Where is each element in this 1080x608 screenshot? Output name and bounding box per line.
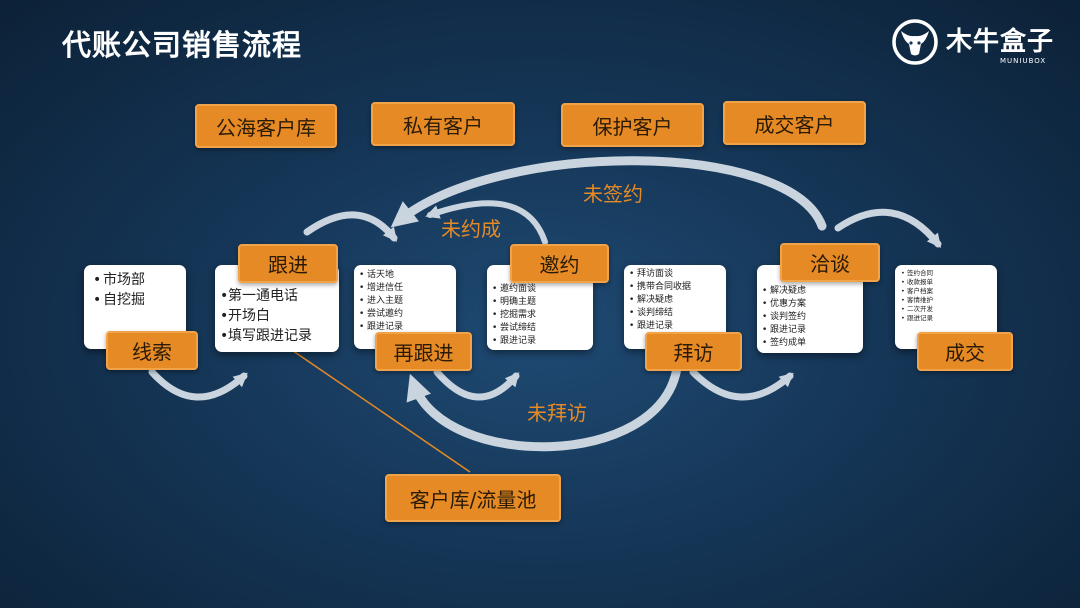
loop-label-not-signed: 未签约 [583,182,643,206]
stage-item: 第一通电话 [219,286,339,306]
bull-head-logo-icon [892,19,938,65]
stage-item: 携带合同收据 [629,281,726,294]
stage-item: 尝试缔结 [492,322,593,335]
pool-protected: 保护客户 [561,103,704,147]
stage-item: 优惠方案 [762,298,863,311]
pool-public: 公海客户库 [195,104,337,148]
brand-logo: 木牛盒子 MUNIUBOX [888,14,1078,74]
stage-item: 开场白 [219,306,339,326]
callout-line [282,343,471,473]
curved-arrow-icon [433,368,520,401]
page-title: 代账公司销售流程 [62,28,303,62]
curved-arrow-icon [406,363,682,452]
stage-item: 跟进记录 [762,324,863,337]
stage-item: 解决疑虑 [629,294,726,307]
stage-item: 签约合同 [901,269,997,278]
stage-item: 客户档案 [901,287,997,296]
logo-subtext: MUNIUBOX [1000,57,1047,65]
stage-item: 尝试邀约 [359,308,456,321]
loop-label-not-booked: 未约成 [441,217,501,241]
stage-item: 签约成单 [762,337,863,350]
stage-item: 谈判签约 [762,311,863,324]
curved-arrow-icon [425,200,548,245]
stage-item: 话天地 [359,269,456,282]
curved-arrow-icon [689,368,794,401]
loop-label-not-visited: 未拜访 [527,401,587,425]
stage-label-negotiate: 洽谈 [780,243,880,282]
stage-label-invite: 邀约 [510,244,609,283]
curved-arrow-icon [834,208,942,248]
stage-item: 拜访面谈 [629,268,726,281]
pool-private: 私有客户 [371,102,515,146]
stage-item: 填写跟进记录 [219,326,339,346]
curved-arrow-icon [148,368,248,401]
stage-item: 跟进记录 [492,335,593,348]
stage-label-followup: 跟进 [238,244,338,283]
stage-item: 增进信任 [359,282,456,295]
stage-label-lead: 线索 [106,331,198,370]
stage-label-visit: 拜访 [645,332,742,371]
stage-label-refollow: 再跟进 [375,332,472,371]
stage-item: 进入主题 [359,295,456,308]
stage-item: 谈判缔结 [629,307,726,320]
stage-item: 收款报单 [901,278,997,287]
stage-item: 市场部 [92,270,186,290]
pool-closed: 成交客户 [723,101,866,145]
stage-item: 跟进记录 [629,320,726,333]
stage-item: 解决疑虑 [762,285,863,298]
stage-label-closed: 成交 [917,332,1013,371]
curved-arrow-icon [390,156,827,231]
curved-arrow-icon [303,211,398,242]
stage-item: 跟进记录 [359,321,456,334]
stage-item: 邀约面谈 [492,283,593,296]
customer-pool-callout: 客户库/流量池 [385,474,561,522]
stage-item: 挖掘需求 [492,309,593,322]
stage-item: 二次开发 [901,305,997,314]
stage-item: 明确主题 [492,296,593,309]
stage-item: 自挖掘 [92,290,186,310]
stage-item: 跟进记录 [901,314,997,323]
logo-text: 木牛盒子 [946,27,1055,57]
stage-item: 客情维护 [901,296,997,305]
